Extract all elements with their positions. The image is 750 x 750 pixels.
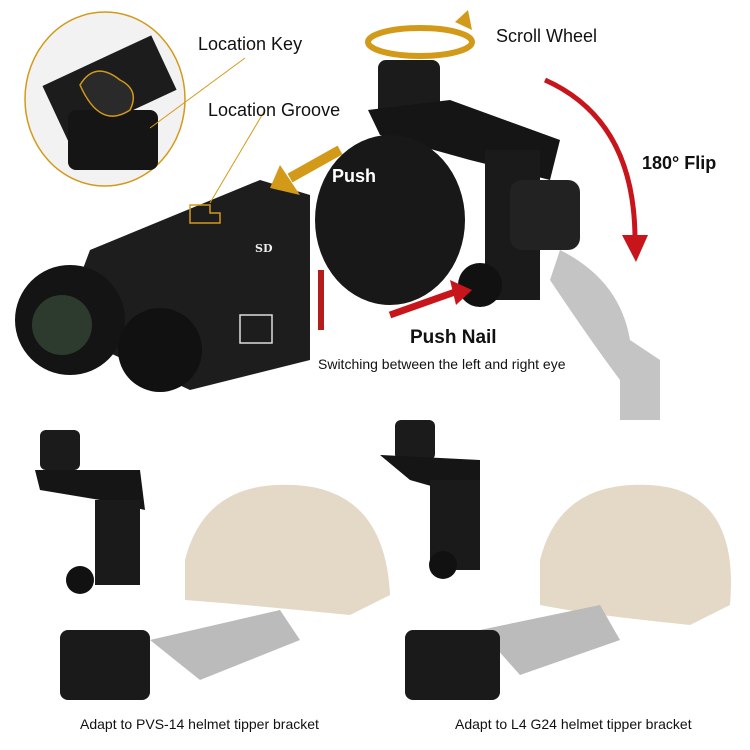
push-arrow-icon [270,145,343,195]
l4g24-caption: Adapt to L4 G24 helmet tipper bracket [455,716,692,732]
switching-eye-caption: Switching between the left and right eye [318,356,566,372]
scroll-wheel-label: Scroll Wheel [496,26,598,46]
flip-label: 180° Flip [642,153,717,173]
helmet-mount-adapter [368,60,580,307]
location-key-detail-inset [24,11,246,187]
flipped-mount-ghost [550,250,660,420]
night-vision-monocular: SD [15,109,465,392]
usb-sd-mark: SD [255,242,273,255]
pvs14-caption: Adapt to PVS-14 helmet tipper bracket [80,716,319,732]
push-nail-label: Push Nail [410,327,497,348]
push-label: Push [332,166,377,186]
push-nail-arrow-icon [388,280,472,319]
location-groove-label: Location Groove [208,100,341,120]
flip-arrow-icon [543,77,648,262]
pvs14-setup [35,430,390,700]
l4g24-setup [380,420,731,700]
location-key-label: Location Key [198,34,303,54]
scroll-wheel-rotation-icon [365,10,475,59]
